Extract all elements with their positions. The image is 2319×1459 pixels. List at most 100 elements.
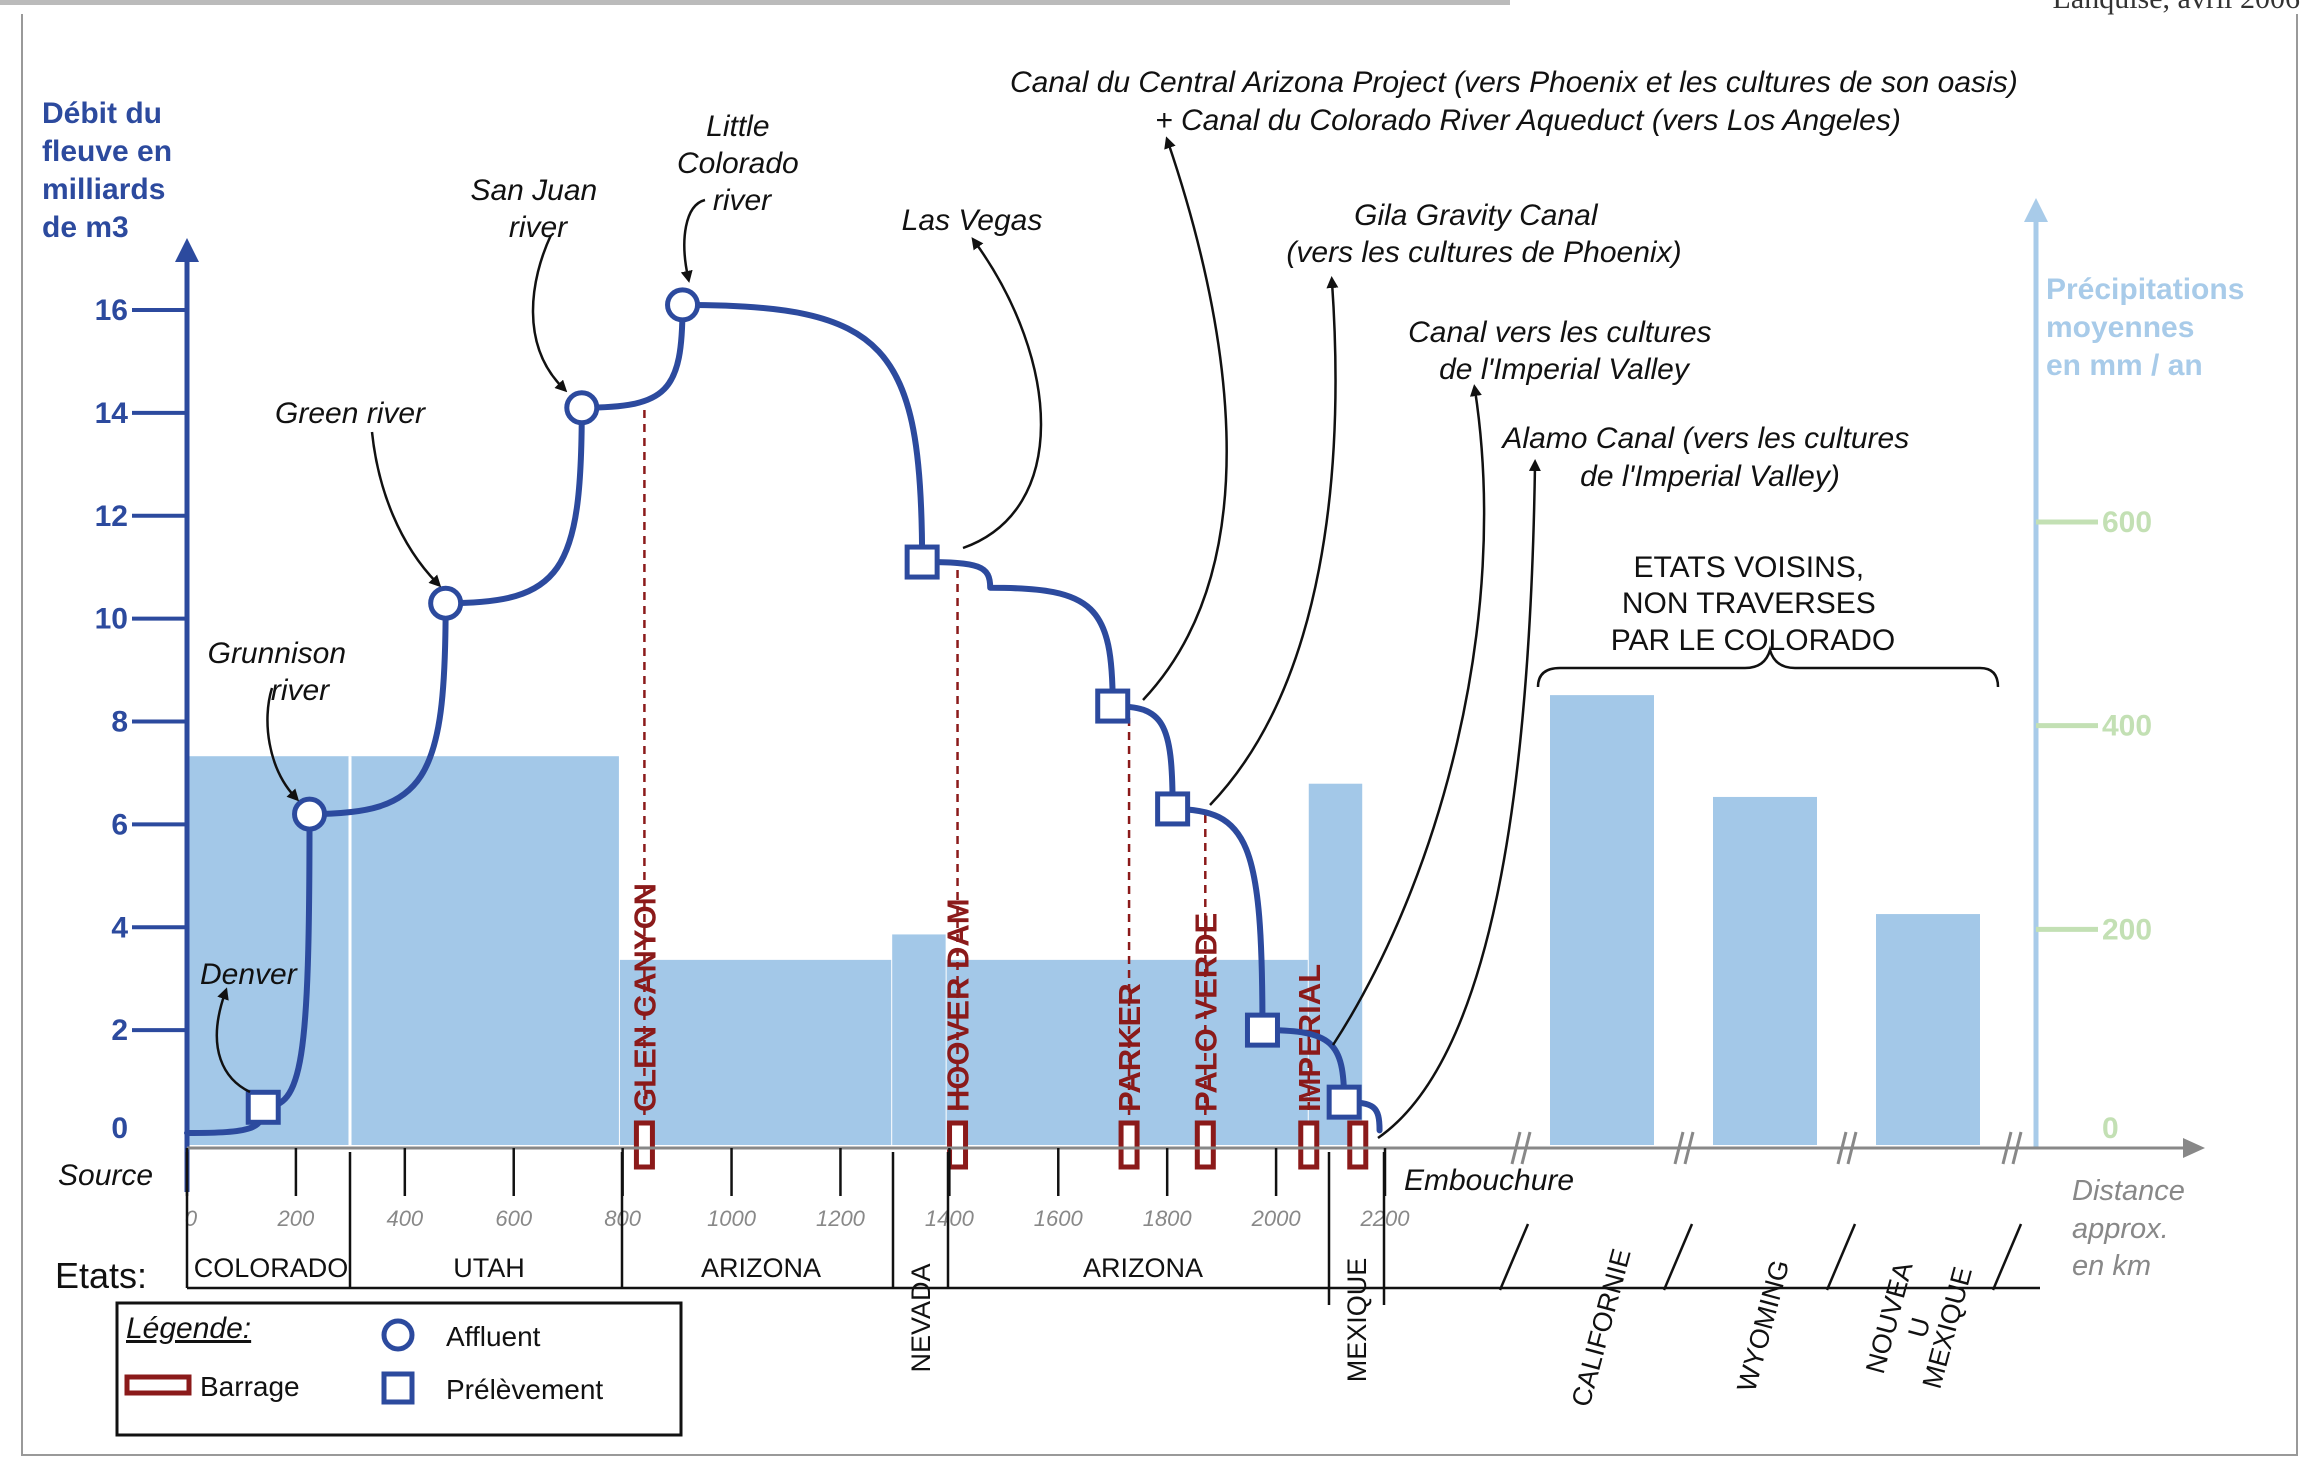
tributary-marker	[564, 390, 600, 426]
right-axis-tick-label: 200	[2102, 913, 2152, 946]
annotation-line: de l'Imperial Valley)	[1580, 460, 1840, 493]
axis-break-marks	[1510, 1131, 2023, 1165]
annotation-line: (vers les cultures de Phoenix)	[1286, 236, 1681, 269]
annotation-arrows	[215, 136, 1541, 1140]
x-axis-tick-label: 1800	[1143, 1206, 1193, 1231]
axis-break-mark	[1846, 1131, 1858, 1165]
x-axis-ticks: 0200400600800100012001400160018002000220…	[185, 1148, 1410, 1231]
left-axis-tick-label: 2	[111, 1014, 128, 1047]
dam-marker	[1194, 1120, 1216, 1170]
left-axis-tick-label: 8	[111, 706, 128, 739]
neighbor-precipitation-bar	[1713, 796, 1817, 1145]
tributary-marker	[292, 796, 328, 832]
state-label: COLORADO	[194, 1253, 349, 1283]
axis-break-mark	[1510, 1131, 1522, 1165]
axis-break-mark	[1673, 1131, 1685, 1165]
x-axis-tick-label: 600	[495, 1206, 532, 1231]
annotation-line: Denver	[200, 958, 298, 991]
x-axis-tick-label: 400	[386, 1206, 423, 1231]
x-axis-end-label: Embouchure	[1404, 1164, 1574, 1197]
annotation-line: river	[271, 674, 330, 707]
withdrawal-marker	[1326, 1084, 1362, 1120]
annotation-line: river	[713, 184, 772, 217]
right-axis-label-line: moyennes	[2046, 311, 2194, 344]
legend-tributary-label: Affluent	[446, 1321, 541, 1352]
left-axis-tick-label: 16	[95, 294, 128, 327]
annotation-line: Colorado	[677, 147, 799, 180]
annotations: Denver Grunnison river Green river San J…	[200, 66, 2026, 991]
withdrawal-marker	[904, 544, 940, 580]
left-axis-tick-label: 6	[111, 808, 128, 841]
x-axis-tick-label: 1200	[816, 1206, 866, 1231]
annotation-line: river	[509, 211, 568, 244]
annotation-cap: Canal du Central Arizona Project (vers P…	[1010, 66, 2026, 137]
right-axis-tick-label: 0	[2102, 1112, 2119, 1145]
arrow-denver	[215, 987, 251, 1094]
arrow-grunnison	[266, 687, 300, 802]
axis-break-mark	[1683, 1131, 1695, 1165]
withdrawal-marker	[245, 1089, 281, 1125]
legend-dam-label: Barrage	[200, 1371, 300, 1402]
x-axis-start-label: Source	[58, 1159, 153, 1192]
annotation-line: Alamo Canal (vers les cultures	[1500, 422, 1909, 455]
left-axis-label-line: Débit du	[42, 97, 162, 130]
precipitation-bars	[187, 756, 1363, 1145]
dam-marker	[947, 1120, 969, 1170]
neighbors-note-line: ETATS VOISINS,	[1634, 551, 1865, 584]
page-frame	[21, 14, 2298, 1456]
right-axis-tick-label: 600	[2102, 506, 2152, 539]
dam-label: GLEN CANYON	[627, 883, 662, 1112]
arrow-gila	[1209, 276, 1339, 806]
dam-label: PALO VERDE	[1188, 913, 1223, 1112]
axis-break-mark	[1520, 1131, 1532, 1165]
x-axis-tick-label: 1600	[1034, 1206, 1084, 1231]
annotation-green: Green river	[275, 397, 426, 430]
annotation-line: San Juan	[470, 174, 597, 207]
neighbor-precipitation-bars	[1550, 695, 1980, 1145]
x-axis: 0200400600800100012001400160018002000220…	[58, 1131, 2205, 1282]
legend-withdrawal-symbol	[381, 1371, 415, 1405]
left-axis-tick-label: 10	[95, 603, 128, 636]
x-axis-unit-line: approx.	[2072, 1213, 2169, 1245]
header-fragment: Lanquise, avril 2006	[2053, 0, 2300, 15]
arrow-imperialcanal	[1331, 384, 1486, 1046]
annotation-sanjuan: San Juan river	[470, 174, 605, 244]
arrow-green	[370, 431, 442, 588]
x-axis-unit-line: Distance	[2072, 1175, 2185, 1207]
axis-break-mark	[1836, 1131, 1848, 1165]
right-axis-ticks: 0 200 400 600	[2036, 506, 2152, 1145]
right-axis-arrow	[2024, 198, 2048, 222]
neighbors-note-line: NON TRAVERSES	[1622, 587, 1876, 620]
precipitation-bar	[892, 934, 946, 1145]
annotation-alamo: Alamo Canal (vers les cultures de l'Impe…	[1500, 422, 1917, 493]
right-axis-tick-label: 400	[2102, 710, 2152, 743]
x-axis-arrow	[2183, 1138, 2205, 1158]
withdrawal-marker	[1095, 688, 1131, 724]
state-label: ARIZONA	[1083, 1253, 1203, 1283]
dam-marker	[633, 1120, 655, 1170]
state-divider	[1662, 1223, 1694, 1291]
right-axis-label-line: Précipitations	[2046, 273, 2244, 306]
state-label: ARIZONA	[701, 1253, 821, 1283]
dam-marker	[1118, 1120, 1140, 1170]
x-axis-unit-label: Distance approx. en km	[2072, 1175, 2193, 1282]
legend-dam-symbol	[124, 1374, 192, 1396]
x-axis-tick-label: 200	[277, 1206, 315, 1231]
neighbor-precipitation-bar	[1876, 914, 1980, 1145]
precipitation-bar	[350, 756, 619, 1145]
state-divider	[1825, 1223, 1857, 1291]
state-label: MEXIQUE	[1342, 1258, 1372, 1383]
state-divider	[1498, 1223, 1530, 1291]
state-label: UTAH	[453, 1253, 525, 1283]
arrow-littlecolorado	[680, 198, 706, 283]
annotation-gila: Gila Gravity Canal (vers les cultures de…	[1286, 199, 1681, 269]
annotation-line: Little	[706, 110, 769, 143]
left-axis-tick-label: 0	[111, 1112, 128, 1145]
neighbor-state-label: WYOMING	[1731, 1257, 1795, 1395]
state-divider	[1991, 1223, 2023, 1291]
x-axis-tick-label: 1400	[925, 1206, 975, 1231]
left-axis-tick-label: 14	[95, 397, 129, 430]
